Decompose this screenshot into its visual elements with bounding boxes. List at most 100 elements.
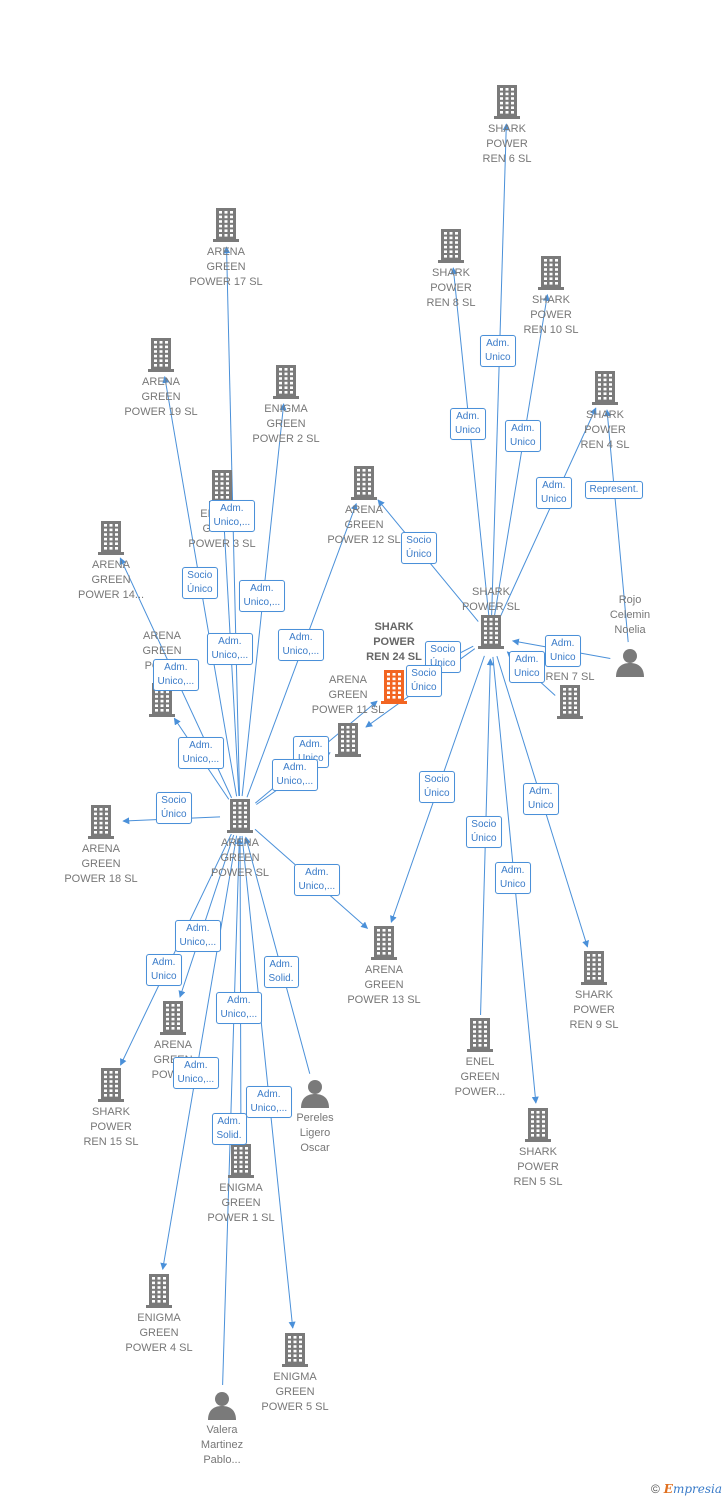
node-label: ARENA GREEN POWER 11 SL	[311, 674, 385, 716]
edge-label[interactable]: Adm. Unico,...	[177, 737, 225, 769]
node-label: ARENA GREEN POWER 12 SL	[327, 504, 401, 546]
edge-label[interactable]: Adm. Solid.	[211, 1113, 247, 1145]
edge-pereles-agp	[244, 836, 311, 1074]
building-icon	[227, 799, 253, 833]
building-icon	[148, 338, 174, 372]
building-icon	[467, 1018, 493, 1052]
building-icon	[335, 723, 361, 757]
node-label: ENIGMA GREEN POWER 1 SL	[207, 1182, 275, 1224]
building-icon	[209, 470, 235, 504]
node-ag11[interactable]: ARENA GREEN POWER 11 SL	[293, 673, 403, 757]
edge-label[interactable]: Adm. Unico	[450, 408, 486, 440]
edge-label[interactable]: Socio Único	[156, 792, 192, 824]
node-eg1[interactable]: ENIGMA GREEN POWER 1 SL	[186, 1144, 296, 1226]
edge-agp-eg1	[237, 835, 245, 1140]
edge-label[interactable]: Adm. Unico	[146, 954, 182, 986]
node-ag17[interactable]: ARENA GREEN POWER 17 SL	[171, 208, 281, 290]
edge-label[interactable]: Adm. Unico	[480, 335, 516, 367]
node-pereles[interactable]: Pereles Ligero Oscar	[260, 1078, 370, 1156]
edge-label[interactable]: Adm. Unico,...	[238, 580, 286, 612]
node-sp4[interactable]: SHARK POWER REN 4 SL	[550, 371, 660, 453]
edge-label[interactable]: Adm. Unico,...	[152, 659, 200, 691]
edge-agp-eg4	[160, 835, 238, 1271]
brand-logo-initial: E	[663, 1482, 673, 1496]
edge-label[interactable]: Adm. Unico,...	[271, 759, 319, 791]
node-valera[interactable]: Valera Martinez Pablo...	[167, 1390, 277, 1468]
node-sp24[interactable]: SHARK POWER REN 24 SL	[339, 620, 449, 704]
node-ag14[interactable]: ARENA GREEN POWER 14...	[56, 521, 166, 603]
building-icon	[381, 670, 407, 704]
edge-label[interactable]: Represent.	[584, 481, 644, 499]
edge-label[interactable]: Adm. Unico,...	[277, 629, 325, 661]
edge-label[interactable]: Adm. Unico,...	[174, 920, 222, 952]
node-label: ARENA GREEN POWER 19 SL	[124, 376, 198, 418]
node-agp[interactable]: ARENA GREEN POWER SL	[185, 799, 295, 881]
building-icon	[557, 685, 583, 719]
node-ag18[interactable]: ARENA GREEN POWER 18 SL	[46, 805, 156, 887]
node-eg2[interactable]: ENIGMA GREEN POWER 2 SL	[231, 365, 341, 447]
node-sp9[interactable]: SHARK POWER REN 9 SL	[539, 951, 649, 1033]
edge-label[interactable]: Socio Único	[466, 816, 502, 848]
edge-label[interactable]: Adm. Unico,...	[206, 633, 254, 665]
edge-sps-sp10	[493, 294, 550, 618]
edge-label[interactable]: Socio Único	[406, 665, 442, 697]
building-icon	[98, 1068, 124, 1102]
edge-label[interactable]: Adm. Unico	[505, 420, 541, 452]
node-label: SHARK POWER REN 24 SL	[366, 621, 422, 663]
node-label: SHARK POWER REN 9 SL	[569, 989, 619, 1031]
edge-label[interactable]: Socio Único	[401, 532, 437, 564]
node-eg5[interactable]: ENIGMA GREEN POWER 5 SL	[240, 1333, 350, 1415]
node-label: SHARK POWER REN 6 SL	[482, 123, 532, 165]
node-eg4[interactable]: ENIGMA GREEN POWER 4 SL	[104, 1274, 214, 1356]
building-icon	[478, 615, 504, 649]
node-label: SHARK POWER REN 10 SL	[523, 294, 579, 336]
node-label: ENIGMA GREEN POWER 4 SL	[125, 1312, 193, 1354]
node-sp15[interactable]: SHARK POWER REN 15 SL	[56, 1068, 166, 1150]
edge-label[interactable]: Adm. Unico	[545, 635, 581, 667]
edge-label[interactable]: Adm. Unico,...	[172, 1057, 220, 1089]
edge-sps-sp8	[450, 267, 490, 618]
node-label: SHARK POWER SL	[461, 586, 521, 613]
node-label: Rojo Celemin Noelia	[609, 594, 651, 636]
building-icon	[538, 256, 564, 290]
node-rojo[interactable]: Rojo Celemin Noelia	[575, 593, 685, 677]
footer-brand[interactable]: ©Empresia	[651, 1482, 722, 1496]
node-sp5[interactable]: SHARK POWER REN 5 SL	[483, 1108, 593, 1190]
brand-name: mpresia	[672, 1482, 722, 1496]
node-label: ARENA GREEN POWER 14...	[77, 559, 145, 601]
person-icon	[616, 649, 644, 677]
node-label: Valera Martinez Pablo...	[200, 1424, 244, 1466]
edge-label[interactable]: Adm. Unico,...	[208, 500, 256, 532]
node-ag13[interactable]: ARENA GREEN POWER 13 SL	[329, 926, 439, 1008]
node-sp10[interactable]: SHARK POWER REN 10 SL	[496, 256, 606, 338]
edge-label[interactable]: Adm. Solid.	[263, 956, 299, 988]
node-sp8[interactable]: SHARK POWER REN 8 SL	[396, 229, 506, 311]
node-label: ARENA GREEN POWER 13 SL	[347, 964, 421, 1006]
node-ag19[interactable]: ARENA GREEN POWER 19 SL	[106, 338, 216, 420]
node-ag12[interactable]: ARENA GREEN POWER 12 SL	[309, 466, 419, 548]
node-label: ENIGMA GREEN POWER 5 SL	[261, 1371, 329, 1413]
node-label: SHARK POWER REN 8 SL	[426, 267, 476, 309]
node-enel[interactable]: ENEL GREEN POWER...	[425, 1018, 535, 1100]
edge-label[interactable]: Socio Único	[182, 567, 218, 599]
building-icon	[351, 466, 377, 500]
building-icon	[98, 521, 124, 555]
node-label: ENIGMA GREEN POWER 2 SL	[252, 403, 320, 445]
node-label: SHARK POWER REN 4 SL	[580, 409, 630, 451]
edge-label[interactable]: Adm. Unico,...	[215, 992, 263, 1024]
edge-label[interactable]: Adm. Unico,...	[293, 864, 341, 896]
edge-label[interactable]: Adm. Unico	[523, 783, 559, 815]
building-icon	[592, 371, 618, 405]
building-icon	[160, 1001, 186, 1035]
node-label: SHARK POWER REN 15 SL	[83, 1106, 139, 1148]
edge-label[interactable]: Adm. Unico	[536, 477, 572, 509]
node-label: ENEL GREEN POWER...	[454, 1056, 506, 1098]
edge-label[interactable]: Adm. Unico,...	[245, 1086, 293, 1118]
person-icon	[208, 1392, 236, 1420]
edge-label[interactable]: Socio Único	[419, 771, 455, 803]
node-sp6[interactable]: SHARK POWER REN 6 SL	[452, 85, 562, 167]
node-sps[interactable]: SHARK POWER SL	[436, 585, 546, 649]
edge-label[interactable]: Adm. Unico	[509, 651, 545, 683]
edge-label[interactable]: Adm. Unico	[495, 862, 531, 894]
node-label: ARENA GREEN POWER 18 SL	[64, 843, 138, 885]
